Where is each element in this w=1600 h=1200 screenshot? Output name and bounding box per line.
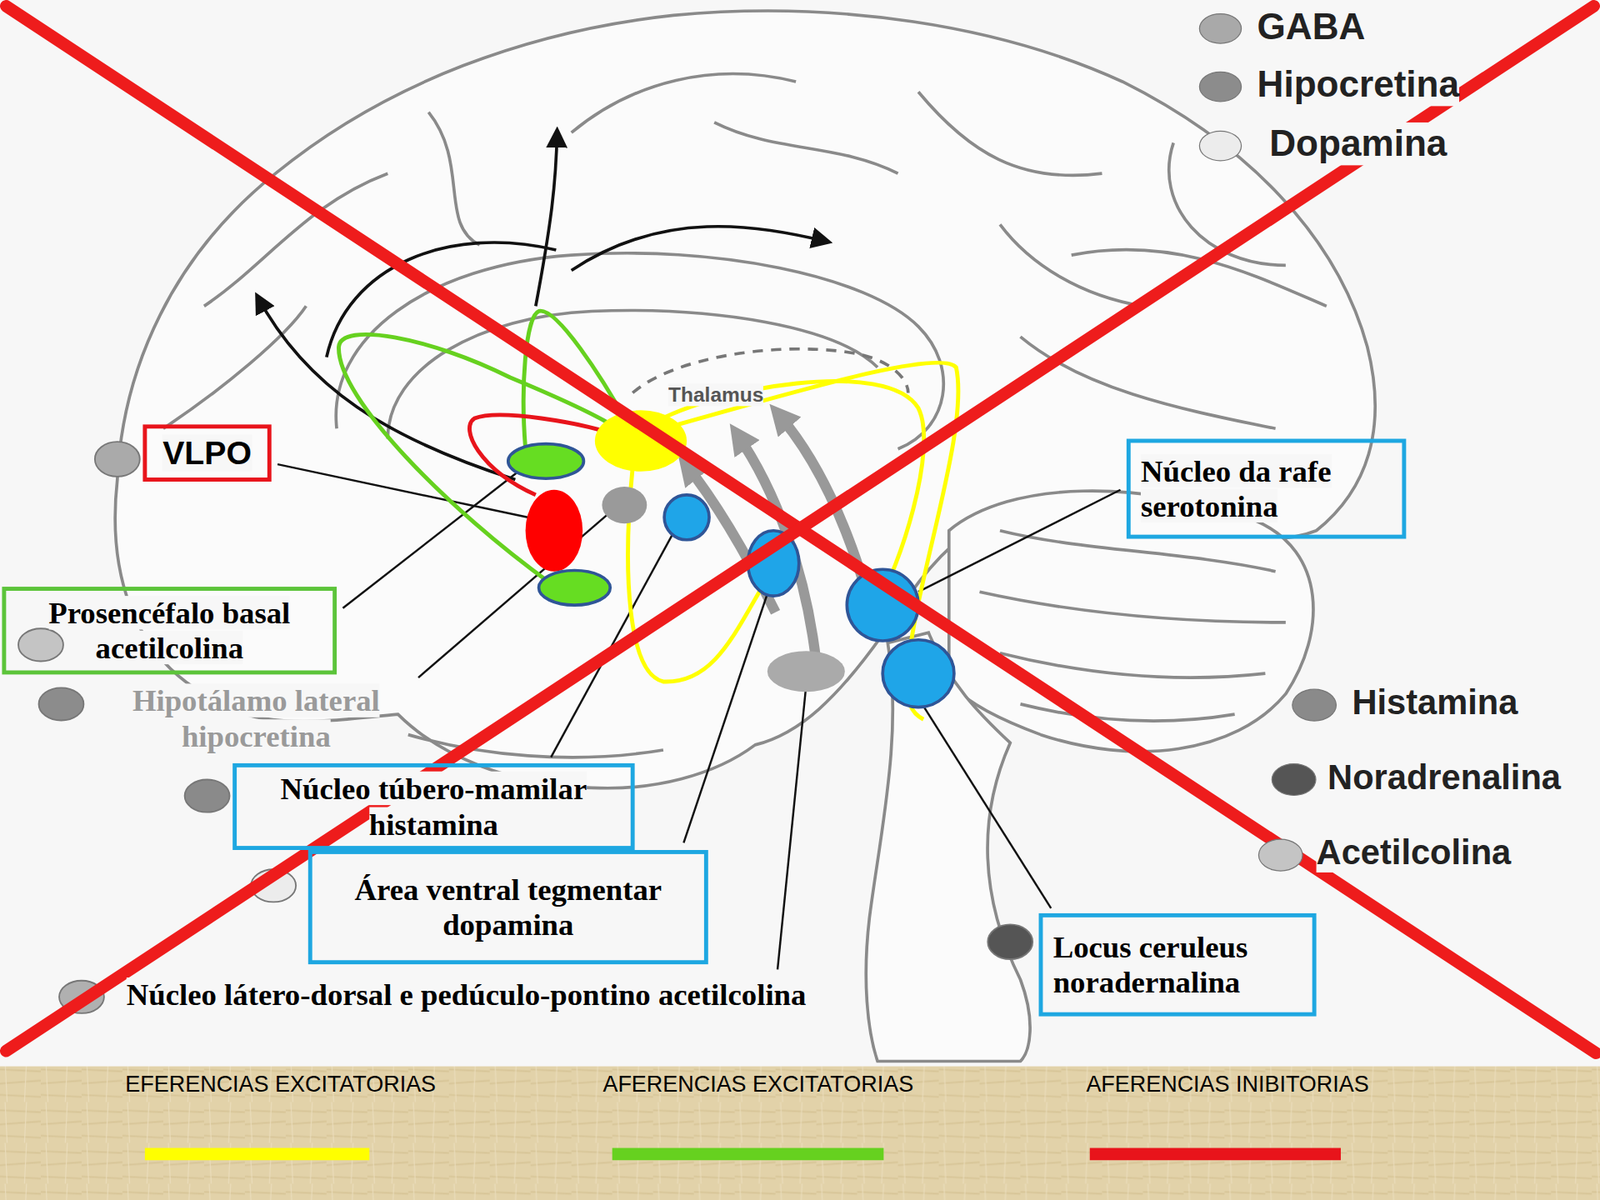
illustration-part	[257, 295, 516, 480]
bottom-band	[0, 1066, 1600, 1200]
illustration-part	[571, 226, 830, 271]
illustration-part	[428, 112, 480, 245]
box-label: Área ventral tegmentar dopamina	[355, 871, 663, 941]
legend-text: Histamina	[1351, 682, 1518, 723]
illustration-part	[918, 91, 1102, 175]
illustration-part	[508, 444, 585, 480]
illustration-part	[1020, 704, 1235, 721]
cross-out	[5, 5, 1596, 1053]
illustration-part	[535, 130, 558, 307]
illustration-part	[1020, 336, 1275, 429]
label-box: Núcleo túbero-mamilar histamina	[232, 763, 635, 850]
legend-text: AFERENCIAS EXCITATORIAS	[530, 1071, 986, 1099]
region-name: Thalamus	[668, 383, 764, 406]
text-wrap: Núcleo túbero-mamilar histamina	[246, 771, 620, 842]
leader-line	[277, 464, 1120, 970]
illustration-part	[5, 5, 1594, 1051]
legend-text: AFERENCIAS INIBITORIAS	[1000, 1071, 1455, 1099]
illustration-part	[338, 334, 625, 584]
illustration-part	[539, 570, 611, 605]
legend-text: Hipocretina	[1257, 63, 1460, 106]
illustration-part	[95, 441, 140, 477]
label-box: Locus ceruleus noradernalina	[1039, 913, 1317, 1017]
text-wrap: Locus ceruleus noradernalina	[1053, 930, 1303, 1000]
illustration-part	[1000, 653, 1265, 678]
cerebellum-outline	[949, 490, 1314, 752]
legend-bar	[145, 1148, 370, 1161]
text-wrap: Área ventral tegmentar dopamina	[322, 871, 695, 942]
legend-text: GABA	[1257, 5, 1366, 48]
structure-label: Núcleo látero-dorsal e pedúculo-pontino …	[126, 977, 807, 1011]
label-anchor: Hipotálamo lateral hipocretina	[87, 683, 425, 754]
label-anchor: Thalamus	[668, 383, 801, 407]
illustration-part	[18, 628, 64, 661]
legend-dot	[1199, 71, 1242, 103]
illustration-part	[777, 685, 806, 970]
marker-dot	[18, 441, 1033, 1014]
box-label: Núcleo da rafe serotonina	[1140, 453, 1332, 523]
illustration-part	[714, 122, 898, 174]
illustration-part	[987, 924, 1033, 960]
illustration-part	[882, 640, 955, 708]
illustration-part	[980, 591, 1286, 623]
legend-dot	[1199, 13, 1242, 45]
text-wrap: Núcleo da rafe serotonina	[1140, 453, 1392, 524]
legend-dot	[1199, 130, 1242, 162]
legend-dot	[1271, 763, 1317, 796]
illustration-part	[5, 5, 1596, 1053]
legend-bar	[1090, 1148, 1341, 1161]
illustration-part	[185, 780, 230, 813]
legend-text: EFERENCIAS EXCITATORIAS	[53, 1071, 509, 1099]
illustration-part	[163, 305, 306, 429]
illustration-part	[923, 705, 1051, 908]
legend-dot	[1291, 689, 1337, 722]
label-box: Área ventral tegmentar dopamina	[308, 850, 709, 965]
structure-label: Hipotálamo lateral hipocretina	[132, 683, 380, 753]
legend-text: Noradrenalina	[1327, 757, 1561, 798]
text-wrap: Prosencéfalo basal acetilcolina	[16, 595, 323, 665]
legend-text: Dopamina	[1269, 122, 1447, 165]
illustration-part	[39, 687, 85, 720]
sulci	[163, 74, 1327, 758]
nucleus	[508, 410, 955, 707]
box-label: Núcleo túbero-mamilar histamina	[280, 771, 588, 841]
projection-arrow	[257, 130, 830, 480]
illustration-part	[469, 415, 612, 495]
label-box: Núcleo da rafe serotonina	[1126, 439, 1407, 540]
illustration-part	[767, 650, 845, 692]
label-box: Prosencéfalo basal acetilcolina	[1, 586, 337, 675]
legend-dot	[1258, 839, 1304, 872]
box-label: VLPO	[162, 434, 252, 471]
label-anchor: Núcleo látero-dorsal e pedúculo-pontino …	[114, 977, 819, 1013]
pathway-loop	[338, 310, 958, 720]
illustration-part	[525, 490, 584, 572]
illustration-part	[918, 490, 1120, 592]
illustration-part	[601, 486, 647, 524]
box-label: Prosencéfalo basal acetilcolina	[48, 595, 290, 665]
illustration-part	[683, 594, 767, 844]
text-wrap: VLPO	[162, 434, 252, 472]
illustration-part	[1000, 224, 1143, 306]
box-label: Locus ceruleus noradernalina	[1053, 930, 1249, 1000]
legend-bar	[612, 1148, 885, 1161]
illustration-part	[664, 495, 710, 540]
illustration-part	[571, 74, 796, 134]
brainstem-outline	[865, 632, 1030, 1061]
legend-text: Acetilcolina	[1316, 832, 1512, 873]
label-box: VLPO	[142, 424, 271, 482]
